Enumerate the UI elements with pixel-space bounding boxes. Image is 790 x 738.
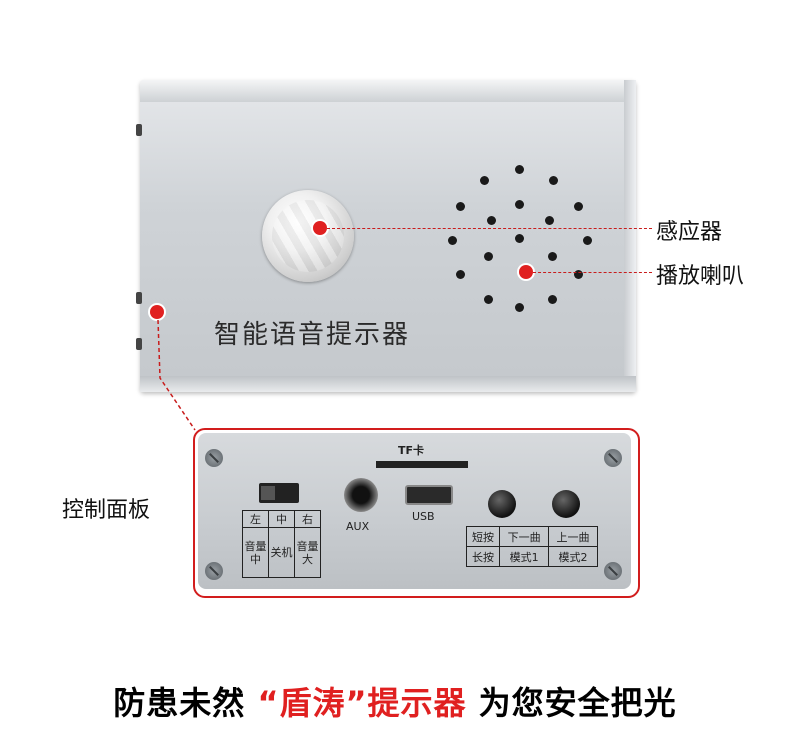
tf-card-slot[interactable]	[376, 461, 468, 468]
switch-legend-table: 左 中 右 音量中 关机 音量大	[242, 510, 321, 578]
switch-legend-right: 右	[294, 510, 321, 528]
sensor-callout-label: 感应器	[656, 220, 723, 245]
screw-icon	[205, 449, 223, 467]
panel-marker-dot	[150, 305, 164, 319]
device-top-rim	[140, 80, 636, 102]
device-side-notch	[136, 292, 142, 304]
device-bottom-edge	[140, 376, 636, 392]
speaker-hole	[515, 234, 524, 243]
button-legend-short-press: 短按	[465, 526, 501, 547]
pir-sensor-facets	[272, 200, 344, 272]
device-body	[140, 80, 636, 392]
sensor-leader-line	[327, 228, 652, 229]
usb-port[interactable]	[405, 485, 453, 505]
slogan-part1: 防患未然	[113, 684, 258, 722]
switch-legend-center-desc: 关机	[268, 527, 295, 578]
aux-label: AUX	[346, 520, 370, 533]
speaker-hole	[487, 216, 496, 225]
button-legend-table: 短按 下一曲 上一曲 长按 模式1 模式2	[465, 526, 598, 567]
button-legend-mode2: 模式2	[548, 546, 598, 567]
tf-card-label: TF卡	[398, 444, 425, 457]
speaker-hole	[484, 295, 493, 304]
switch-legend-left: 左	[242, 510, 269, 528]
switch-legend-left-desc: 音量中	[242, 527, 269, 578]
button-legend-next: 下一曲	[499, 526, 550, 547]
speaker-hole	[456, 270, 465, 279]
speaker-callout-label: 播放喇叭	[656, 264, 745, 289]
prev-track-button[interactable]	[552, 490, 580, 518]
device-side-edge	[624, 80, 636, 392]
speaker-hole	[574, 202, 583, 211]
slogan-part3: 为您安全把光	[466, 684, 677, 722]
speaker-hole	[448, 236, 457, 245]
speaker-hole	[545, 216, 554, 225]
speaker-hole	[515, 303, 524, 312]
screw-icon	[205, 562, 223, 580]
usb-label: USB	[412, 510, 435, 523]
slogan-brand: “盾涛”提示器	[257, 684, 467, 722]
speaker-hole	[515, 200, 524, 209]
speaker-hole	[484, 252, 493, 261]
speaker-hole	[480, 176, 489, 185]
speaker-hole	[456, 202, 465, 211]
device-side-notch	[136, 124, 142, 136]
panel-leader-line	[157, 319, 196, 431]
screw-icon	[604, 562, 622, 580]
sensor-marker-dot	[313, 221, 327, 235]
switch-legend-center: 中	[268, 510, 295, 528]
panel-callout-label: 控制面板	[62, 498, 151, 523]
button-legend-mode1: 模式1	[499, 546, 550, 567]
switch-knob[interactable]	[261, 486, 275, 500]
speaker-hole	[549, 176, 558, 185]
speaker-hole	[548, 295, 557, 304]
switch-legend-right-desc: 音量大	[294, 527, 321, 578]
speaker-leader-line	[533, 272, 652, 273]
device-label: 智能语音提示器	[214, 320, 411, 350]
slogan: 防患未然 “盾涛”提示器 为您安全把光	[0, 678, 790, 724]
speaker-hole	[548, 252, 557, 261]
button-legend-prev: 上一曲	[548, 526, 598, 547]
speaker-hole	[515, 165, 524, 174]
speaker-hole	[574, 270, 583, 279]
pir-sensor-dome	[262, 190, 354, 282]
next-track-button[interactable]	[488, 490, 516, 518]
speaker-hole	[583, 236, 592, 245]
button-legend-long-press: 长按	[465, 546, 501, 567]
speaker-marker-dot	[519, 265, 533, 279]
device-side-notch	[136, 338, 142, 350]
screw-icon	[604, 449, 622, 467]
aux-jack[interactable]	[344, 478, 378, 512]
